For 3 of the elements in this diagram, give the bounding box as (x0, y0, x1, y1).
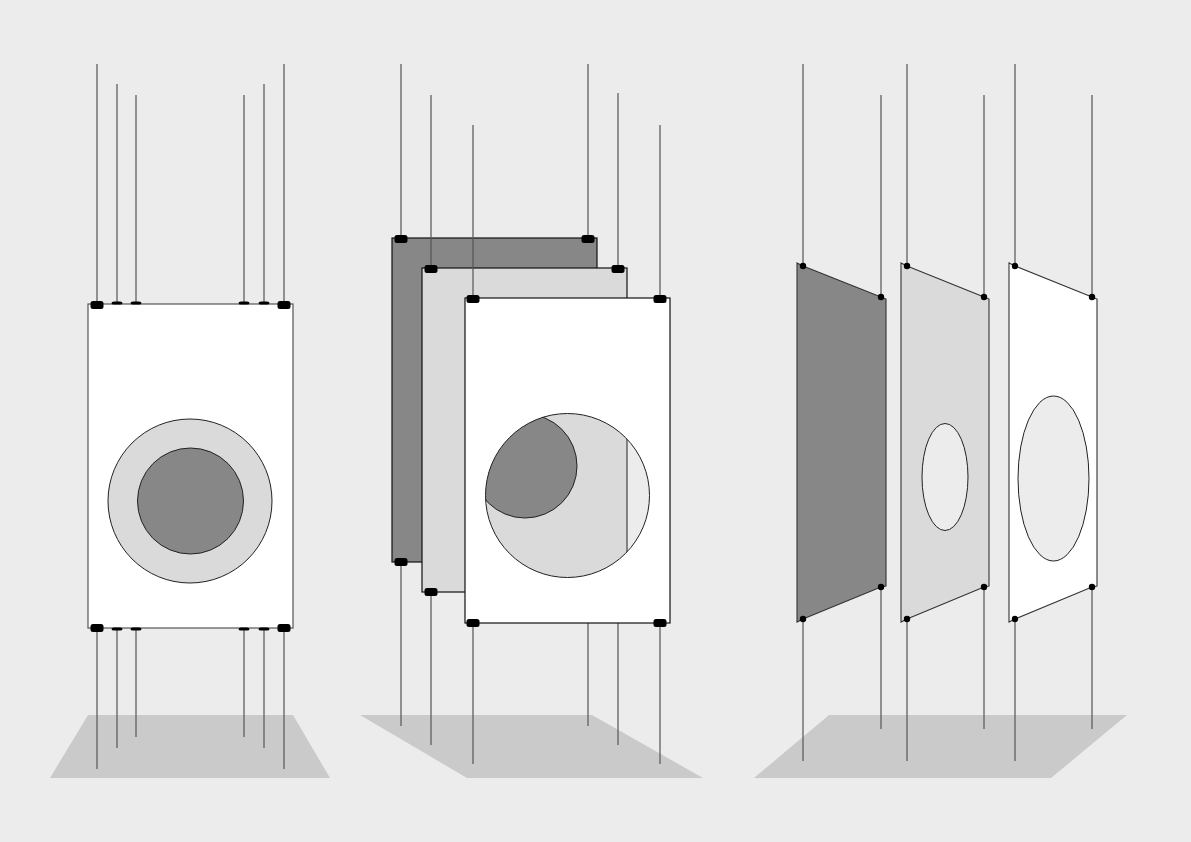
angled-panels-illustration (754, 63, 1127, 778)
layered-panels-illustration (360, 63, 703, 778)
suspended-panel-illustration (50, 63, 330, 778)
